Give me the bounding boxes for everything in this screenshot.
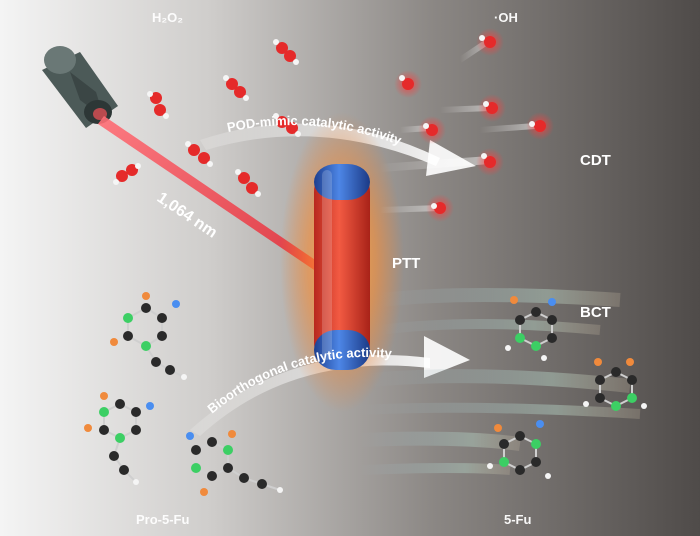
h2o2-molecule-icon xyxy=(147,91,169,119)
hydroxyl-radicals xyxy=(394,28,554,222)
prodrug-molecule-icon xyxy=(186,430,283,496)
drug-streaks xyxy=(359,288,641,475)
hydroxyl-radical-icon xyxy=(426,194,454,222)
prodrug-molecule-icon xyxy=(110,292,187,380)
h2o2-label: H₂O₂ xyxy=(152,10,184,25)
hydroxyl-radical-icon xyxy=(476,148,504,176)
h2o2-molecule-icon xyxy=(113,163,141,185)
hydroxyl-radical-icon xyxy=(418,116,446,144)
h2o2-molecule-icon xyxy=(235,169,261,197)
h2o2-molecule-icon xyxy=(185,141,213,167)
h2o2-molecule-icon xyxy=(273,39,299,65)
ptt-label: PTT xyxy=(392,255,421,272)
hydroxyl-label: ·OH xyxy=(494,10,518,25)
h2o2-molecule-icon xyxy=(223,75,249,101)
5-fu-molecule-icon xyxy=(505,296,557,361)
bio-arrow-head xyxy=(424,336,470,378)
5-fu-molecule-icon xyxy=(583,358,647,411)
hydroxyl-radical-icon xyxy=(526,112,554,140)
h2o2-molecule-icon xyxy=(273,113,301,137)
cdt-label: CDT xyxy=(580,152,611,169)
h2o2-molecules xyxy=(113,39,301,197)
laser-beam xyxy=(98,116,330,278)
laser-emitter-icon xyxy=(42,46,118,128)
nanorod-icon xyxy=(280,112,404,412)
hydroxyl-radical-icon xyxy=(476,28,504,56)
hydroxyl-radical-icon xyxy=(394,70,422,98)
prodrug-molecule-icon xyxy=(84,392,154,485)
drug-label: 5-Fu xyxy=(504,512,532,527)
bct-label: BCT xyxy=(580,304,611,321)
prodrug-label: Pro-5-Fu xyxy=(136,512,190,527)
hydroxyl-radical-icon xyxy=(478,94,506,122)
5-fu-molecule-icon xyxy=(487,420,551,479)
pod-arc-arrow xyxy=(200,123,440,166)
